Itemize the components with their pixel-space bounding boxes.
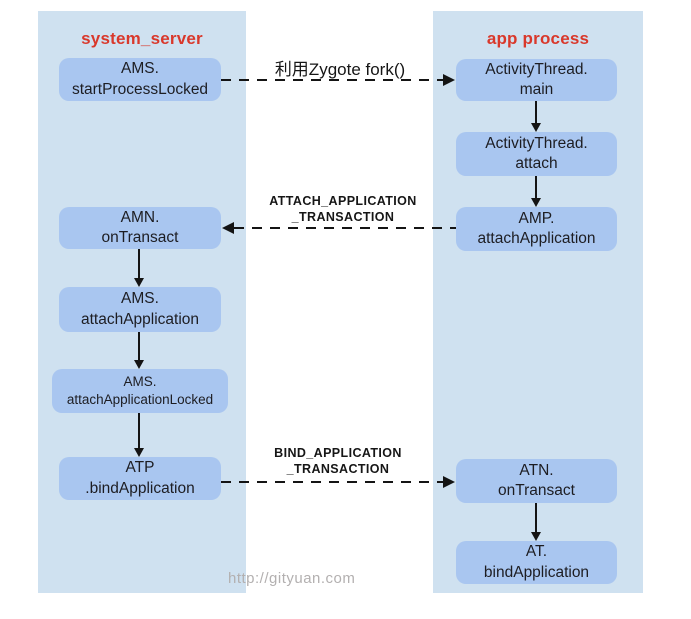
arrow-line bbox=[221, 79, 445, 81]
arrow-line bbox=[138, 332, 140, 361]
arrowhead-down-icon bbox=[134, 360, 144, 369]
arrowhead-down-icon bbox=[134, 278, 144, 287]
arrowhead-left-icon bbox=[222, 222, 234, 234]
box-atp-bindapplication: ATP .bindApplication bbox=[59, 457, 221, 500]
arrow-line bbox=[234, 227, 456, 229]
box-amn-ontransact: AMN. onTransact bbox=[59, 207, 221, 249]
box-ams-attachapplication: AMS. attachApplication bbox=[59, 287, 221, 332]
attach-transaction-label: ATTACH_APPLICATION _TRANSACTION bbox=[269, 194, 417, 225]
arrow-line bbox=[535, 101, 537, 124]
arrowhead-down-icon bbox=[134, 448, 144, 457]
arrow-line bbox=[535, 503, 537, 533]
box-at-bindapplication: AT. bindApplication bbox=[456, 541, 617, 584]
bind-transaction-label: BIND_APPLICATION _TRANSACTION bbox=[274, 446, 402, 477]
watermark: http://gityuan.com bbox=[228, 570, 356, 587]
arrowhead-down-icon bbox=[531, 198, 541, 207]
arrowhead-down-icon bbox=[531, 123, 541, 132]
box-activitythread-attach: ActivityThread. attach bbox=[456, 132, 617, 176]
system-server-title: system_server bbox=[81, 29, 203, 48]
arrow-line bbox=[138, 413, 140, 449]
box-amp-attachapplication: AMP. attachApplication bbox=[456, 207, 617, 251]
box-atn-ontransact: ATN. onTransact bbox=[456, 459, 617, 503]
arrowhead-down-icon bbox=[531, 532, 541, 541]
arrow-line bbox=[221, 481, 445, 483]
box-activitythread-main: ActivityThread. main bbox=[456, 59, 617, 101]
arrowhead-right-icon bbox=[443, 74, 455, 86]
arrow-line bbox=[535, 176, 537, 199]
box-ams-attachapplicationlocked: AMS. attachApplicationLocked bbox=[52, 369, 228, 413]
arrowhead-right-icon bbox=[443, 476, 455, 488]
app-process-title: app process bbox=[486, 29, 590, 48]
box-ams-startprocesslocked: AMS. startProcessLocked bbox=[59, 58, 221, 101]
arrow-line bbox=[138, 249, 140, 279]
zygote-fork-label: 利用Zygote fork() bbox=[274, 60, 406, 79]
